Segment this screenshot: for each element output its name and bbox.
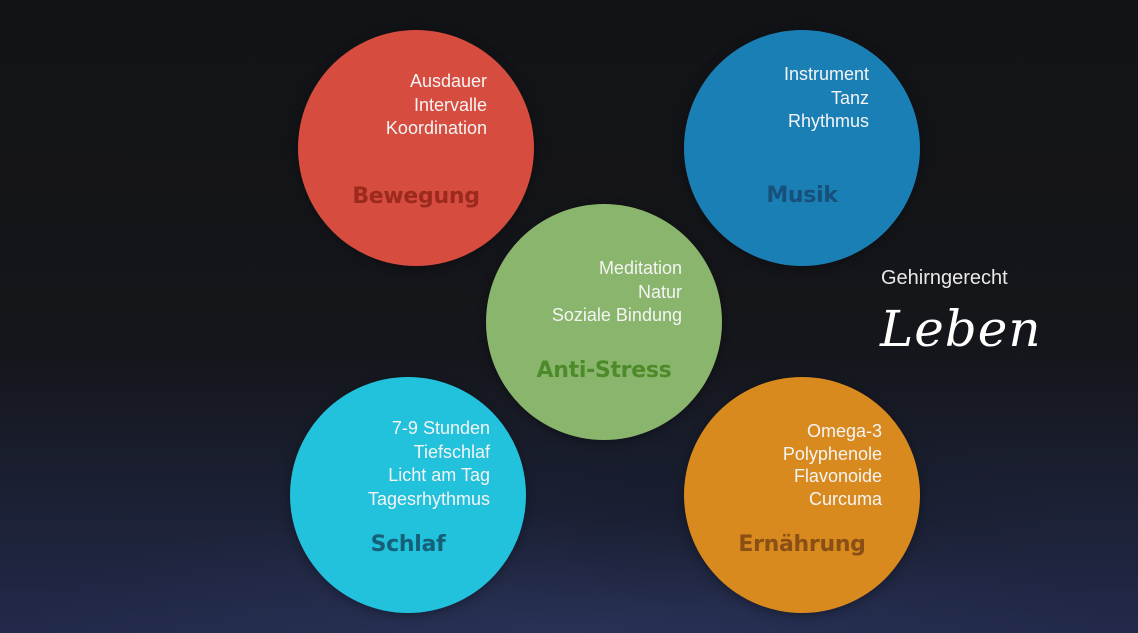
list-item: Polyphenole: [782, 443, 882, 464]
list-item: Instrument: [783, 64, 869, 84]
anti-stress-items: Meditation Natur Soziale Bindung: [552, 257, 682, 328]
list-item: Natur: [637, 281, 682, 302]
list-item: Curcuma: [808, 488, 882, 509]
circle-title: Ernährung: [738, 532, 866, 557]
bewegung-items: Ausdauer Intervalle Koordination: [386, 70, 487, 141]
circle-title: Anti-Stress: [536, 358, 672, 383]
list-item: 7-9 Stunden: [391, 418, 490, 438]
ernaehrung-items: Omega-3 Polyphenole Flavonoide Curcuma: [783, 420, 882, 510]
list-item: Rhythmus: [787, 111, 869, 131]
list-item: Tagesrhythmus: [367, 488, 490, 509]
list-item: Meditation: [598, 258, 682, 278]
musik-items: Instrument Tanz Rhythmus: [784, 63, 869, 134]
list-item: Omega-3: [806, 421, 882, 441]
circle-anti-stress: Meditation Natur Soziale Bindung Anti-St…: [486, 204, 722, 440]
list-item: Koordination: [385, 118, 487, 138]
heading-title: Leben: [880, 300, 1042, 358]
circle-ernaehrung: Omega-3 Polyphenole Flavonoide Curcuma E…: [684, 377, 920, 613]
list-item: Ausdauer: [409, 71, 487, 91]
circle-bewegung: Ausdauer Intervalle Koordination Bewegun…: [298, 30, 534, 266]
list-item: Tanz: [830, 87, 869, 108]
schlaf-items: 7-9 Stunden Tiefschlaf Licht am Tag Tage…: [368, 417, 490, 511]
list-item: Flavonoide: [793, 466, 882, 486]
list-item: Tiefschlaf: [413, 441, 490, 462]
circle-title: Bewegung: [352, 184, 480, 209]
heading-subtitle: Gehirngerecht: [881, 267, 1008, 289]
circle-schlaf: 7-9 Stunden Tiefschlaf Licht am Tag Tage…: [290, 377, 526, 613]
list-item: Intervalle: [413, 94, 487, 115]
circle-musik: Instrument Tanz Rhythmus Musik: [684, 30, 920, 266]
list-item: Licht am Tag: [388, 465, 490, 485]
circle-title: Schlaf: [370, 532, 446, 557]
circle-title: Musik: [766, 183, 838, 208]
list-item: Soziale Bindung: [551, 305, 682, 325]
